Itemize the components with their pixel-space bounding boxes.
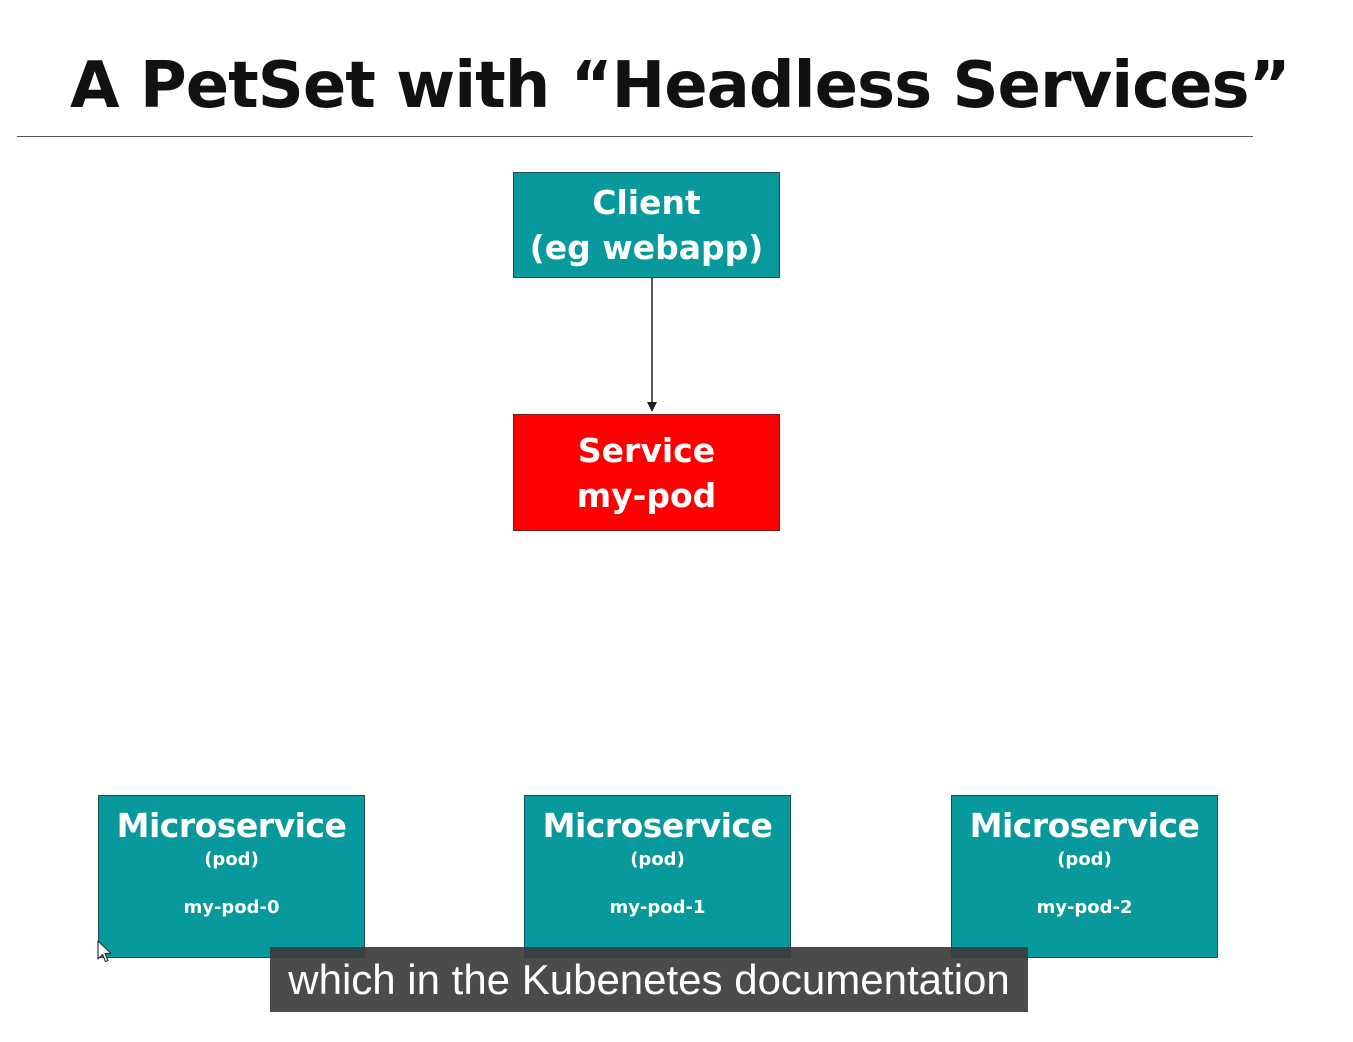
microservice-title: Microservice [542, 806, 773, 845]
microservice-type: (pod) [630, 849, 685, 870]
mouse-pointer-icon [97, 940, 112, 963]
microservice-title: Microservice [116, 806, 347, 845]
title-divider [17, 136, 1253, 137]
service-name: my-pod [576, 475, 717, 515]
video-caption: which in the Kubenetes documentation [270, 947, 1028, 1012]
slide-title: A PetSet with “Headless Services” [70, 49, 1291, 123]
microservice-pod-name: my-pod-2 [1036, 897, 1133, 918]
microservice-box-2: Microservice (pod) my-pod-2 [951, 795, 1218, 958]
client-sublabel: (eg webapp) [529, 228, 764, 267]
microservice-title: Microservice [969, 806, 1200, 845]
service-box: Service my-pod [513, 414, 780, 531]
microservice-box-1: Microservice (pod) my-pod-1 [524, 795, 791, 958]
microservice-pod-name: my-pod-1 [609, 897, 706, 918]
service-label: Service [577, 430, 716, 470]
client-label: Client [592, 183, 701, 222]
microservice-type: (pod) [1057, 849, 1112, 870]
client-box: Client (eg webapp) [513, 172, 780, 278]
microservice-pod-name: my-pod-0 [183, 897, 280, 918]
microservice-box-0: Microservice (pod) my-pod-0 [98, 795, 365, 958]
microservice-type: (pod) [204, 849, 259, 870]
